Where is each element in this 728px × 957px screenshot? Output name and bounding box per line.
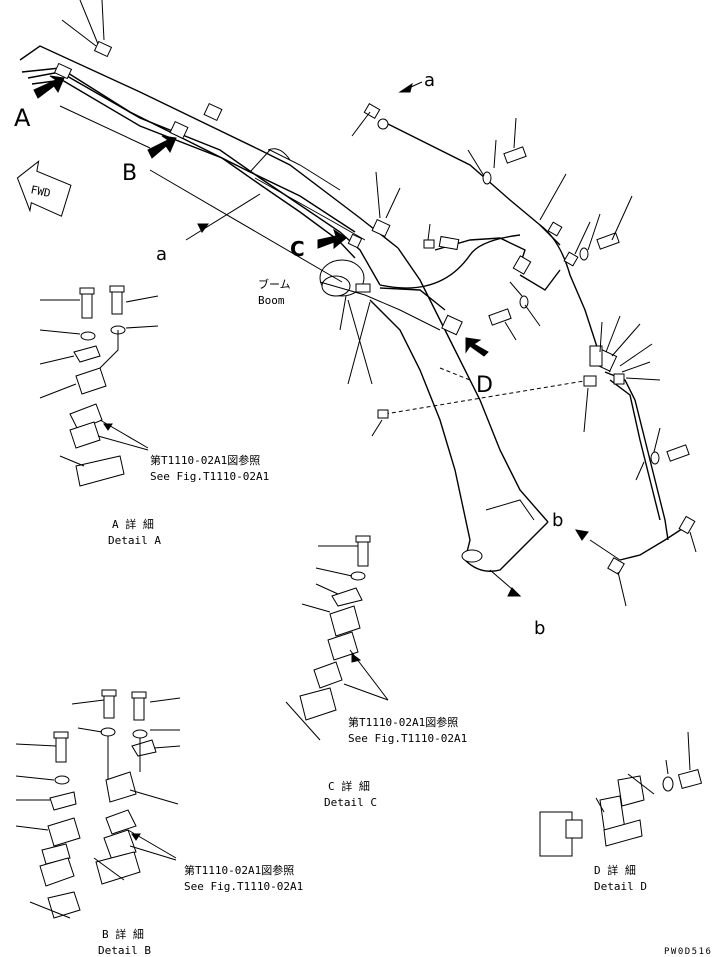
detail-c-title-en: Detail C	[324, 796, 377, 809]
detail-a-title-jp: A 詳 細	[112, 517, 154, 531]
detail-a-title-en: Detail A	[108, 534, 161, 547]
detail-c-ref-en: See Fig.T1110-02A1	[348, 732, 467, 745]
boom-outline	[19, 45, 591, 572]
detail-d-title-en: Detail D	[594, 880, 647, 893]
callout-c-view: C	[290, 237, 305, 261]
hose-lines	[27, 71, 689, 561]
callout-a-top: a	[424, 70, 435, 91]
callout-labels: A B C D a a b b	[14, 70, 563, 639]
fwd-arrow	[16, 160, 72, 217]
detail-d-title-jp: D 詳 細	[594, 863, 636, 877]
callout-a-view: A	[14, 104, 31, 132]
detail-a-ref-jp: 第T1110-02A1図参照	[150, 453, 260, 467]
drawing-code: PW0D516	[664, 947, 712, 957]
detail-c-title-jp: C 詳 細	[328, 779, 370, 793]
view-arrows	[33, 75, 489, 357]
callout-arrows	[197, 82, 589, 597]
callout-a-left: a	[156, 244, 167, 265]
detail-b-ref-jp: 第T1110-02A1図参照	[184, 863, 294, 877]
detail-a-ref-en: See Fig.T1110-02A1	[150, 470, 269, 483]
detail-a-parts	[39, 285, 159, 487]
detail-c-parts	[285, 535, 389, 741]
fwd-label: FWD	[30, 183, 52, 200]
clamp-fittings	[53, 40, 696, 575]
leader-lines	[59, 0, 697, 607]
detail-c-ref-jp: 第T1110-02A1図参照	[348, 715, 458, 729]
callout-b-bottom: b	[534, 618, 545, 639]
detail-b-title-jp: B 詳 細	[102, 927, 144, 941]
boom-label-en: Boom	[258, 294, 285, 307]
detail-d-parts	[539, 731, 703, 857]
detail-b-title-en: Detail B	[98, 944, 151, 957]
callout-b-view: B	[122, 161, 137, 186]
callout-b-right: b	[552, 510, 563, 531]
detail-b-ref-en: See Fig.T1110-02A1	[184, 880, 303, 893]
callout-d-view: D	[476, 373, 493, 398]
detail-b-parts	[15, 689, 181, 919]
boom-label-jp: ブーム	[258, 277, 291, 291]
